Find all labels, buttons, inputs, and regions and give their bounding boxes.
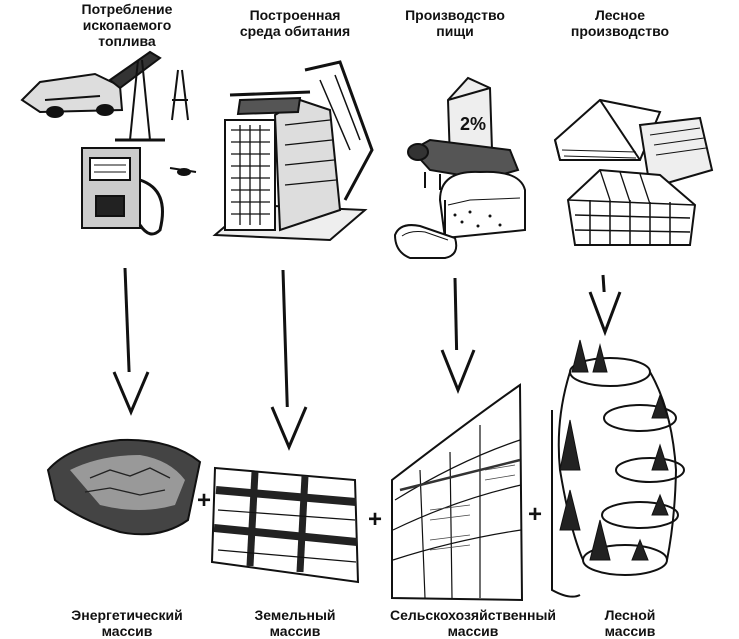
built-environment-illustration bbox=[212, 60, 374, 242]
agricultural-mass-illustration bbox=[391, 383, 524, 602]
forest-mass-illustration bbox=[551, 339, 685, 598]
label-fossil-fuel: Потребление ископаемого топлива bbox=[81, 1, 173, 49]
plus-sign-1: + bbox=[197, 487, 211, 514]
forest-production-illustration bbox=[553, 98, 714, 246]
arrow-forest-production bbox=[588, 274, 622, 337]
label-energy-mass: Энергетический массив bbox=[71, 607, 183, 639]
arrow-built-environment bbox=[270, 269, 308, 451]
arrow-food-production bbox=[440, 277, 476, 395]
energy-mass-illustration bbox=[46, 438, 202, 536]
arrow-fossil-fuel bbox=[112, 267, 150, 416]
milk-carton-label: 2% bbox=[460, 114, 486, 134]
food-production-illustration: 2% bbox=[393, 76, 526, 259]
plus-signs: + + + bbox=[197, 487, 542, 533]
label-forest-mass: Лесной массив bbox=[604, 607, 656, 639]
land-mass-illustration bbox=[210, 466, 360, 584]
label-land-mass: Земельный массив bbox=[254, 607, 336, 639]
label-agricultural-mass: Сельскохозяйственный массив bbox=[389, 607, 557, 639]
plus-sign-2: + bbox=[368, 506, 382, 533]
label-forest-production: Лесное производство bbox=[570, 7, 670, 39]
plus-sign-3: + bbox=[528, 501, 542, 528]
label-built-environment: Построенная среда обитания bbox=[239, 7, 351, 39]
label-food-production: Производство пищи bbox=[405, 7, 505, 39]
fossil-fuel-illustration bbox=[20, 50, 197, 236]
